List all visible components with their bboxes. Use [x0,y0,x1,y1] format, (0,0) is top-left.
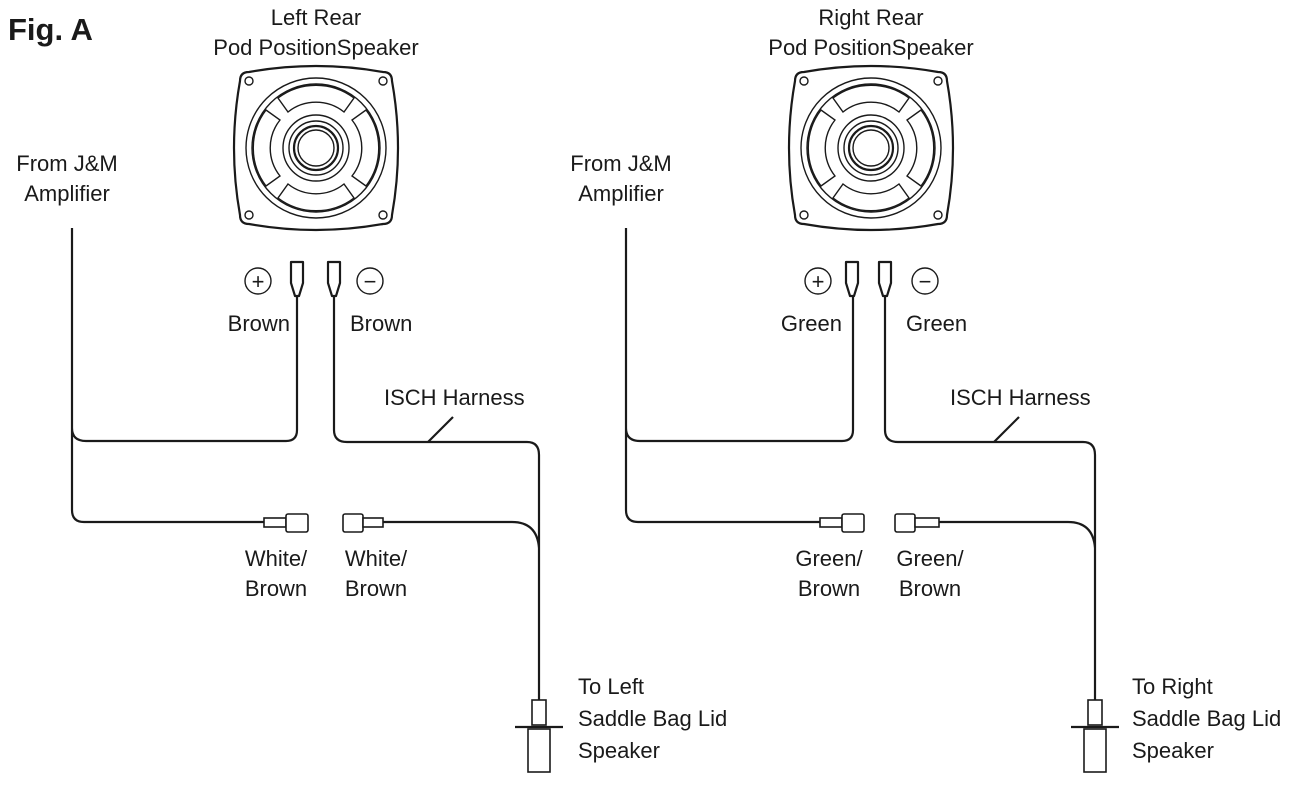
connector-right-label-line2: Brown [899,576,961,601]
harness-leader-line [427,416,454,443]
figure-label: Fig. A [8,12,93,47]
negative-terminal: − [877,260,939,298]
destination-line3: Speaker [1132,738,1214,763]
connector-left-label-line1: White/ [245,546,308,571]
male-connector [342,513,384,533]
source-label-line2: Amplifier [578,181,664,206]
source-label-line1: From J&M [570,151,671,176]
connector-right-label-line1: White/ [345,546,408,571]
harness-leader-line [993,416,1020,443]
connector-right-label-line1: Green/ [896,546,964,571]
positive-terminal: + [804,260,860,298]
female-connector [263,513,309,533]
positive-terminal: + [244,260,305,298]
negative-terminal: − [326,260,384,298]
connector-left-label-line1: Green/ [795,546,863,571]
amplifier-wire [70,228,299,524]
harness-wire [332,296,541,700]
negative-wire-label: Brown [350,311,412,336]
destination-line1: To Right [1132,674,1213,699]
female-connector [819,513,865,533]
speaker-title-line2: Pod PositionSpeaker [213,35,418,60]
panel-right: Right Rear Pod PositionSpeaker + [570,5,1281,773]
speaker-title-line2: Pod PositionSpeaker [768,35,973,60]
plus-symbol: + [812,269,825,294]
connector-left-label-line2: Brown [798,576,860,601]
saddle-bag-plug [515,699,563,773]
speaker-title-line1: Right Rear [818,5,923,30]
speaker-icon [232,64,400,232]
connector-left-label-line2: Brown [245,576,307,601]
destination-line2: Saddle Bag Lid [578,706,727,731]
positive-wire-label: Green [781,311,842,336]
plus-symbol: + [252,269,265,294]
saddle-bag-plug [1071,699,1119,773]
positive-wire-label: Brown [228,311,290,336]
minus-symbol: − [364,269,377,294]
minus-symbol: − [919,269,932,294]
panel-left: Left Rear Pod PositionSpeaker + [16,5,727,773]
harness-label: ISCH Harness [384,385,525,410]
negative-wire-label: Green [906,311,967,336]
amplifier-wire [624,228,855,524]
male-connector [894,513,940,533]
destination-line3: Speaker [578,738,660,763]
speaker-icon [787,64,955,232]
source-label-line1: From J&M [16,151,117,176]
speaker-title-line1: Left Rear [271,5,362,30]
harness-label: ISCH Harness [950,385,1091,410]
destination-line1: To Left [578,674,644,699]
source-label-line2: Amplifier [24,181,110,206]
harness-wire [883,296,1097,700]
connector-right-label-line2: Brown [345,576,407,601]
destination-line2: Saddle Bag Lid [1132,706,1281,731]
